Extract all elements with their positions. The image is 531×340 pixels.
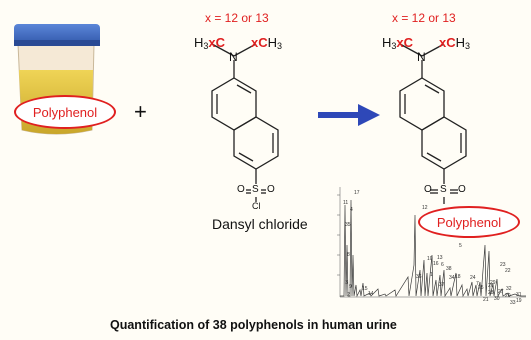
plus-sign: +	[134, 99, 147, 124]
peak-label: 7	[476, 281, 479, 287]
peak-label: 30	[494, 296, 500, 302]
polyphenol-sample-oval: Polyphenol	[14, 95, 116, 129]
isotope-label-right: x = 12 or 13	[392, 11, 456, 25]
peak-label: 3	[345, 280, 348, 286]
dansyl-sulfonyl: O	[237, 184, 245, 195]
product-methyl-right: xCH3	[439, 35, 471, 51]
product-nitrogen: N	[417, 50, 426, 64]
dansyl-nitrogen: N	[229, 50, 238, 64]
peak-label: 21	[483, 297, 489, 303]
dansyl-methyl-left: H3xC	[194, 35, 226, 51]
figure-caption: Quantification of 38 polyphenols in huma…	[110, 318, 397, 332]
peak-label: 24	[470, 275, 476, 281]
peak-label: 35	[345, 222, 351, 228]
peak-label: 37	[439, 282, 445, 288]
peak-label: 34	[449, 275, 455, 281]
peak-label: 22	[505, 268, 511, 274]
product-oxygen-right: O	[458, 184, 466, 195]
peak-label: 18	[455, 274, 461, 280]
dansylated-product-structure	[399, 43, 467, 184]
peak-label: 32	[506, 286, 512, 292]
peak-label: 28	[488, 290, 494, 296]
peak-label: 4	[350, 207, 353, 213]
peak-label: 1	[430, 272, 433, 278]
peak-label: 5	[459, 243, 462, 249]
dansyl-chloride-structure	[211, 43, 279, 202]
peak-label: 13	[437, 255, 443, 261]
peak-label: 11	[343, 200, 349, 206]
peak-label: 16	[433, 261, 439, 267]
peak-label: 20	[505, 293, 511, 299]
dansyl-sulfur: S	[252, 184, 259, 195]
peak-label: 15	[362, 286, 368, 292]
peak-label: 12	[422, 205, 428, 211]
peak-label: 17	[354, 190, 360, 196]
peak-label: 25	[478, 285, 484, 291]
dansyl-chlorine: Cl	[252, 201, 261, 211]
dansyl-oxygen-right: O	[267, 184, 275, 195]
lc-ms-chromatogram	[337, 187, 526, 298]
product-sulfonyl-bonds	[430, 189, 458, 204]
product-sulfur: S	[440, 184, 447, 195]
peak-label: 33	[510, 300, 516, 306]
reaction-arrow	[318, 104, 380, 126]
peak-label: 31	[516, 292, 522, 298]
dansyl-methyl-right: xCH3	[251, 35, 283, 51]
polyphenol-product-oval: Polyphenol	[418, 206, 520, 238]
product-methyl-left: H3xC	[382, 35, 414, 51]
peak-label: 10	[427, 256, 433, 262]
peak-label: 26	[488, 283, 494, 289]
peak-label: 36	[416, 274, 422, 280]
peak-label: 38	[446, 266, 452, 272]
peak-label: 2	[347, 292, 350, 298]
peak-label: 23	[500, 262, 506, 268]
peak-label: 8	[347, 252, 350, 258]
polyphenol-sample-label: Polyphenol	[32, 104, 98, 120]
peak-label: 9	[349, 284, 352, 290]
product-oxygen-left: O	[424, 184, 432, 195]
chromatogram-trace	[340, 199, 526, 298]
peak-label: 29	[490, 280, 496, 286]
isotope-label-left: x = 12 or 13	[205, 11, 269, 25]
peak-label: 27	[498, 289, 504, 295]
polyphenol-product-label: Polyphenol	[436, 214, 502, 230]
peak-label: 19	[516, 298, 522, 304]
peak-label: 6	[441, 262, 444, 268]
peak-label: 14	[368, 291, 374, 297]
dansyl-chloride-name: Dansyl chloride	[212, 216, 308, 232]
